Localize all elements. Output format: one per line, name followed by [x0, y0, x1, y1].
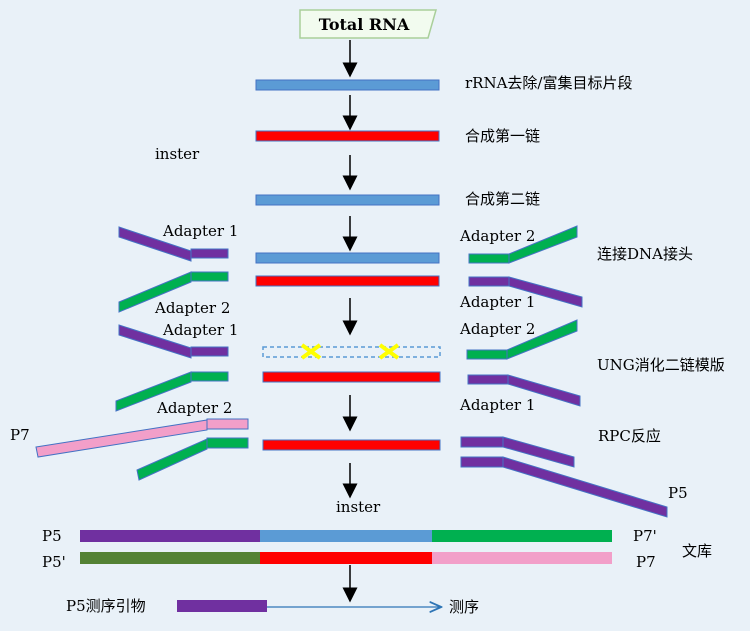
adapter2-label-e: Adapter 2 — [156, 399, 232, 417]
p7-label-left: P7 — [10, 426, 30, 444]
p5-label-lib: P5 — [42, 527, 62, 545]
p5prime-label-lib: P5' — [42, 553, 66, 571]
ung-right-adapter2-stem — [466, 349, 508, 360]
pcr-right-adapter1a-stem — [460, 436, 504, 448]
ung-right-adapter1-arm — [507, 374, 581, 407]
step-7-label: 文库 — [682, 542, 712, 560]
primer-label: P5测序引物 — [66, 597, 146, 615]
p5-primer-arm — [502, 456, 668, 518]
right-adapter2-stem — [468, 253, 510, 264]
library-p7prime-segment — [432, 530, 612, 542]
step-4-label: 连接DNA接头 — [597, 245, 693, 263]
adapter1-label-a: Adapter 1 — [162, 222, 238, 240]
p5-label-right: P5 — [668, 484, 688, 502]
ung-left-adapter1-stem — [190, 346, 229, 357]
pcr-right-adapter1a-arm — [502, 436, 575, 468]
left-adapter1-arm — [118, 226, 192, 262]
first-strand — [255, 130, 440, 142]
adapter1-label-c: Adapter 1 — [162, 321, 238, 339]
rna-fragment-strand — [255, 79, 440, 91]
library-p7-segment — [432, 552, 612, 564]
library-p5-segment — [80, 530, 260, 542]
pcr-left-adapter2-arm — [136, 438, 208, 481]
sequencing-label: 测序 — [449, 598, 479, 616]
left-adapter2-arm — [118, 271, 192, 313]
left-adapter2-stem — [190, 271, 229, 282]
p7prime-label-lib: P7' — [633, 527, 657, 545]
sequencing-primer-bar — [177, 600, 267, 612]
ligation-group — [118, 225, 583, 313]
right-adapter2-arm — [508, 225, 578, 264]
step-6-label: RPC反应 — [598, 427, 661, 445]
inster-label-bottom: inster — [336, 498, 381, 516]
library-insert-red-segment — [260, 552, 432, 564]
ung-left-adapter2-stem — [190, 371, 229, 382]
left-adapter1-stem — [190, 248, 229, 259]
ung-group — [115, 319, 581, 412]
total-rna-box: Total RNA — [299, 9, 437, 39]
pcr-left-adapter2-stem — [206, 437, 249, 449]
adapter1-label-d: Adapter 1 — [459, 396, 535, 414]
right-adapter1-arm — [508, 276, 583, 308]
step-5-label: UNG消化二链模版 — [597, 356, 725, 374]
inster-label-top: inster — [155, 145, 200, 163]
ung-left-adapter2-arm — [115, 371, 192, 412]
p7-label-lib: P7 — [636, 553, 656, 571]
adapter2-label-a: Adapter 2 — [154, 299, 230, 317]
ung-right-adapter2-arm — [506, 319, 578, 360]
second-strand — [255, 194, 440, 206]
adapter1-label-b: Adapter 1 — [459, 293, 535, 311]
step-2-label: 合成第一链 — [465, 127, 540, 145]
cross-mark-2-icon — [378, 343, 400, 360]
adapter2-label-b: Adapter 2 — [459, 227, 535, 245]
library-p5prime-segment — [80, 552, 260, 564]
ligation-red-strand — [255, 275, 440, 287]
library-group — [80, 530, 612, 564]
total-rna-label: Total RNA — [319, 15, 410, 34]
ung-left-adapter1-arm — [118, 324, 192, 359]
pcr-red-strand — [262, 439, 441, 451]
template-red-strand — [262, 371, 441, 383]
p7-primer-stem — [206, 418, 249, 430]
step-3-label: 合成第二链 — [465, 190, 540, 208]
p7-primer-arm — [35, 419, 208, 458]
library-insert-blue-segment — [260, 530, 432, 542]
ung-right-adapter1-stem — [467, 374, 509, 385]
p5-primer-stem — [460, 456, 504, 468]
digested-dashed-strand — [262, 346, 441, 358]
ligation-blue-strand — [255, 252, 440, 264]
pcr-group: Adapter 2 P7 P5 — [10, 399, 688, 518]
cross-mark-1-icon — [300, 343, 322, 360]
right-adapter1-stem — [468, 276, 510, 287]
adapter2-label-c: Adapter 2 — [459, 320, 535, 338]
step-1-label: rRNA去除/富集目标片段 — [465, 74, 632, 92]
